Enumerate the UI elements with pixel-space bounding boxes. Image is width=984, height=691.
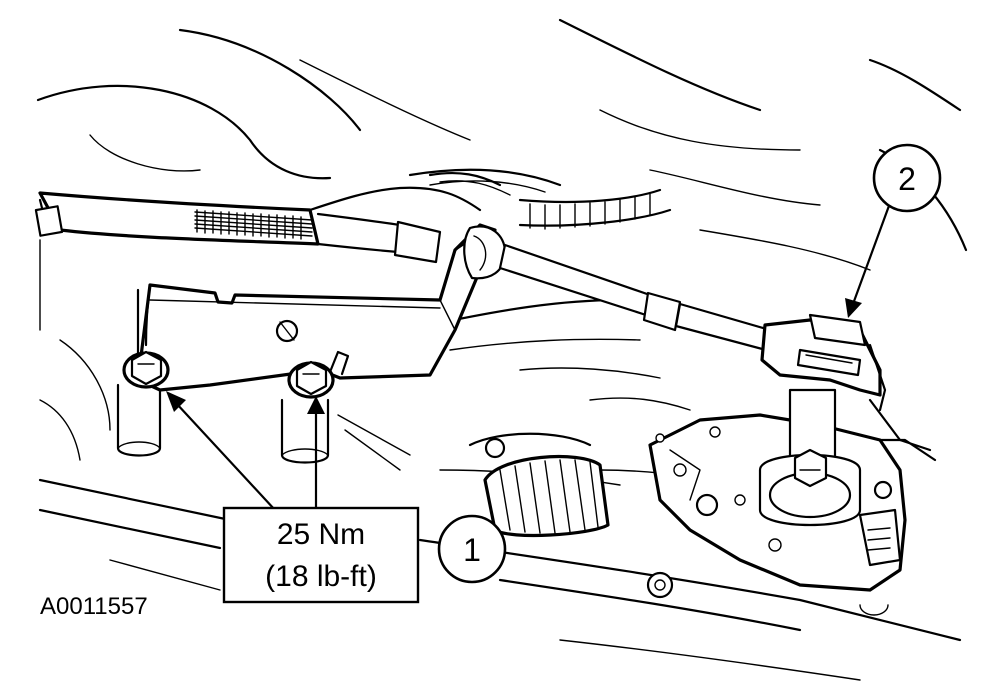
ribbed-support <box>468 432 610 538</box>
manual-lever-housing <box>648 388 937 592</box>
shift-cable-rod <box>463 225 887 412</box>
figure-id-label: A0011557 <box>40 593 148 620</box>
bracket-bolt-left <box>122 350 170 389</box>
wire-harness <box>308 171 672 230</box>
callout-2-leader <box>845 201 892 318</box>
cable-sheath-ribs <box>194 209 313 240</box>
callout-2-number: 2 <box>898 161 916 197</box>
mounting-pillars <box>116 383 411 471</box>
callout-1-number: 1 <box>463 532 481 568</box>
callout-1: 1 <box>437 514 507 584</box>
torque-nm-text: 25 Nm <box>277 518 365 551</box>
shift-cable-sheath <box>34 191 442 264</box>
callout-2: 2 <box>872 143 942 213</box>
torque-lbft-text: (18 lb-ft) <box>265 560 377 593</box>
torque-spec-box: 25 Nm (18 lb-ft) <box>222 506 420 604</box>
bracket-bolt-right <box>287 360 335 399</box>
torque-leader-lines <box>166 391 325 512</box>
transmission-case-lines <box>38 469 962 681</box>
